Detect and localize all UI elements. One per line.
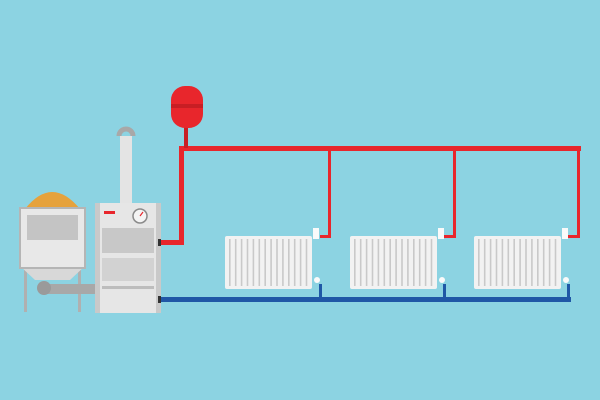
radiator-3 bbox=[474, 228, 569, 289]
return-valve bbox=[563, 277, 569, 283]
thermostatic-valve bbox=[313, 228, 319, 239]
return-valve bbox=[314, 277, 320, 283]
expansion-tank bbox=[171, 86, 203, 148]
return-pipe-drops bbox=[319, 284, 570, 299]
return-pipe bbox=[158, 297, 571, 302]
supply-pipe bbox=[158, 146, 581, 245]
boiler-indicator bbox=[104, 211, 115, 214]
thermostatic-valve bbox=[438, 228, 444, 239]
radiators bbox=[225, 228, 569, 289]
return-valve bbox=[439, 277, 445, 283]
pellet-hopper bbox=[19, 192, 98, 312]
boiler bbox=[95, 203, 161, 313]
auger-motor bbox=[37, 281, 51, 295]
radiator-1 bbox=[225, 228, 320, 289]
radiator-2 bbox=[350, 228, 445, 289]
chimney bbox=[116, 126, 136, 204]
thermostatic-valve bbox=[562, 228, 568, 239]
